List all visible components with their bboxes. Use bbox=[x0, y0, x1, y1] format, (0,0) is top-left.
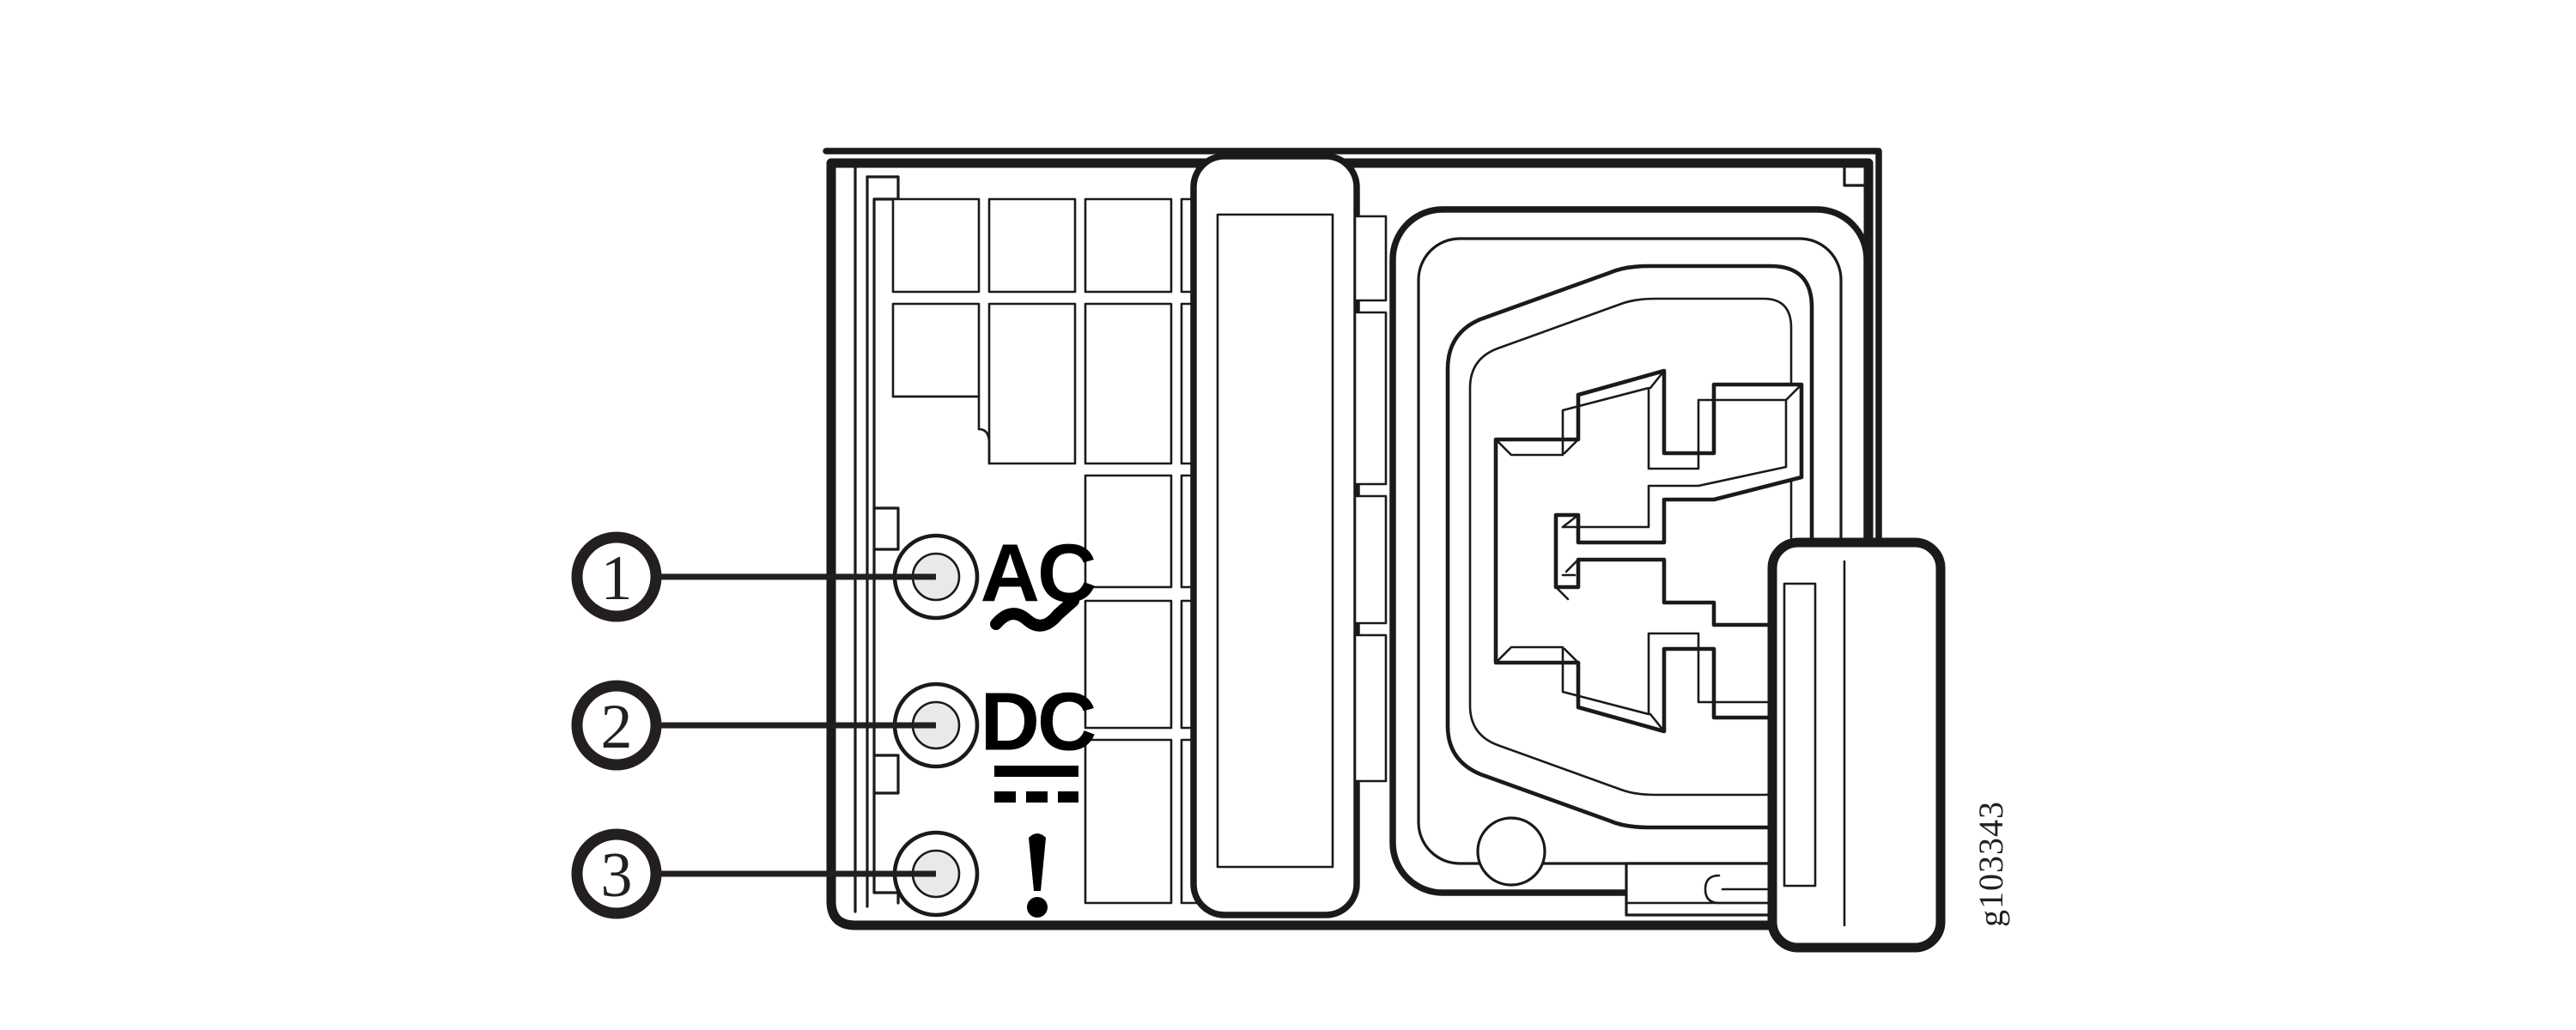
handle-inner-panel bbox=[1216, 213, 1334, 869]
pin-cavity-bevel-top bbox=[1511, 386, 1788, 470]
vent-tab bbox=[1353, 215, 1388, 302]
vent-slot bbox=[987, 197, 1077, 294]
latch-slot-tab bbox=[1704, 874, 1777, 905]
cord-retainer-clip[interactable] bbox=[1767, 537, 1946, 953]
vent-slot bbox=[1084, 738, 1173, 905]
vent-slot bbox=[1084, 197, 1173, 294]
vent-slot bbox=[891, 197, 981, 294]
faceplate-left-keyway bbox=[872, 506, 900, 551]
callout-circle[interactable] bbox=[571, 828, 662, 919]
retainer-clip-slot bbox=[1783, 582, 1817, 888]
figure-id-label: g103343 bbox=[1971, 801, 2010, 927]
pin-cavity-chamfer-a bbox=[1561, 513, 1580, 529]
pin-cavity-chamfer-b bbox=[1554, 585, 1570, 601]
callout-3[interactable]: 3 bbox=[571, 828, 936, 919]
pin-cavity-bevel-right bbox=[1561, 398, 1788, 529]
pin-cavity-chamfer-g bbox=[1649, 712, 1666, 733]
callouts: 1 2 3 bbox=[571, 531, 936, 919]
dc-dashed-bar-icon bbox=[994, 791, 1078, 803]
pin-cavity-chamfer-j bbox=[1494, 438, 1513, 457]
vent-tabs-behind-handle bbox=[1353, 215, 1388, 783]
vent-slot bbox=[891, 302, 981, 398]
dc-silkscreen-label: DC bbox=[981, 676, 1095, 768]
callout-circle[interactable] bbox=[571, 531, 662, 622]
pin-cavity-chamfer-f bbox=[1649, 369, 1666, 390]
faceplate-corner-notch bbox=[1843, 163, 1865, 187]
pin-cavity-chamfer-d bbox=[1563, 438, 1580, 455]
faceplate-hardware bbox=[1476, 816, 1789, 917]
pin-cavity-bevel-bottom bbox=[1511, 632, 1788, 716]
faceplate-left-keyway-lower bbox=[872, 754, 900, 795]
dc-solid-bar-icon bbox=[994, 766, 1078, 777]
pin-cavity-outline bbox=[1493, 368, 1804, 734]
callout-1[interactable]: 1 bbox=[571, 531, 936, 622]
vent-tab bbox=[1353, 311, 1388, 486]
ac-tilde-icon bbox=[990, 595, 1079, 632]
pin-cavity-chamfer-k bbox=[1494, 645, 1513, 664]
vent-tab bbox=[1353, 633, 1388, 783]
vent-slot bbox=[1084, 302, 1173, 465]
silkscreen-labels: AC DC bbox=[981, 528, 1097, 918]
callout-circle[interactable] bbox=[571, 680, 662, 771]
callout-number: 2 bbox=[601, 692, 633, 762]
vent-corner-fillet bbox=[977, 427, 991, 465]
pin-cavity-chamfer-e bbox=[1563, 647, 1580, 664]
pin-cavity-chamfer-h bbox=[1784, 383, 1803, 402]
vent-slot bbox=[1084, 599, 1173, 730]
ac-inlet-socket bbox=[1389, 206, 1870, 896]
callout-number: 1 bbox=[601, 543, 633, 614]
vent-slot bbox=[1084, 474, 1173, 589]
ac-silkscreen-label: AC bbox=[981, 528, 1095, 620]
vent-lower-edge bbox=[891, 395, 981, 431]
captive-screw[interactable] bbox=[1476, 816, 1546, 887]
vent-slot bbox=[987, 302, 1077, 465]
fault-exclamation-icon bbox=[1027, 833, 1048, 918]
callout-2[interactable]: 2 bbox=[571, 680, 936, 771]
vent-tab bbox=[1353, 494, 1388, 625]
extraction-handle[interactable] bbox=[1190, 153, 1360, 918]
socket-pin-cavity bbox=[1493, 368, 1804, 734]
callout-number: 3 bbox=[601, 840, 633, 911]
pin-cavity-chamfer-c bbox=[1564, 558, 1580, 573]
